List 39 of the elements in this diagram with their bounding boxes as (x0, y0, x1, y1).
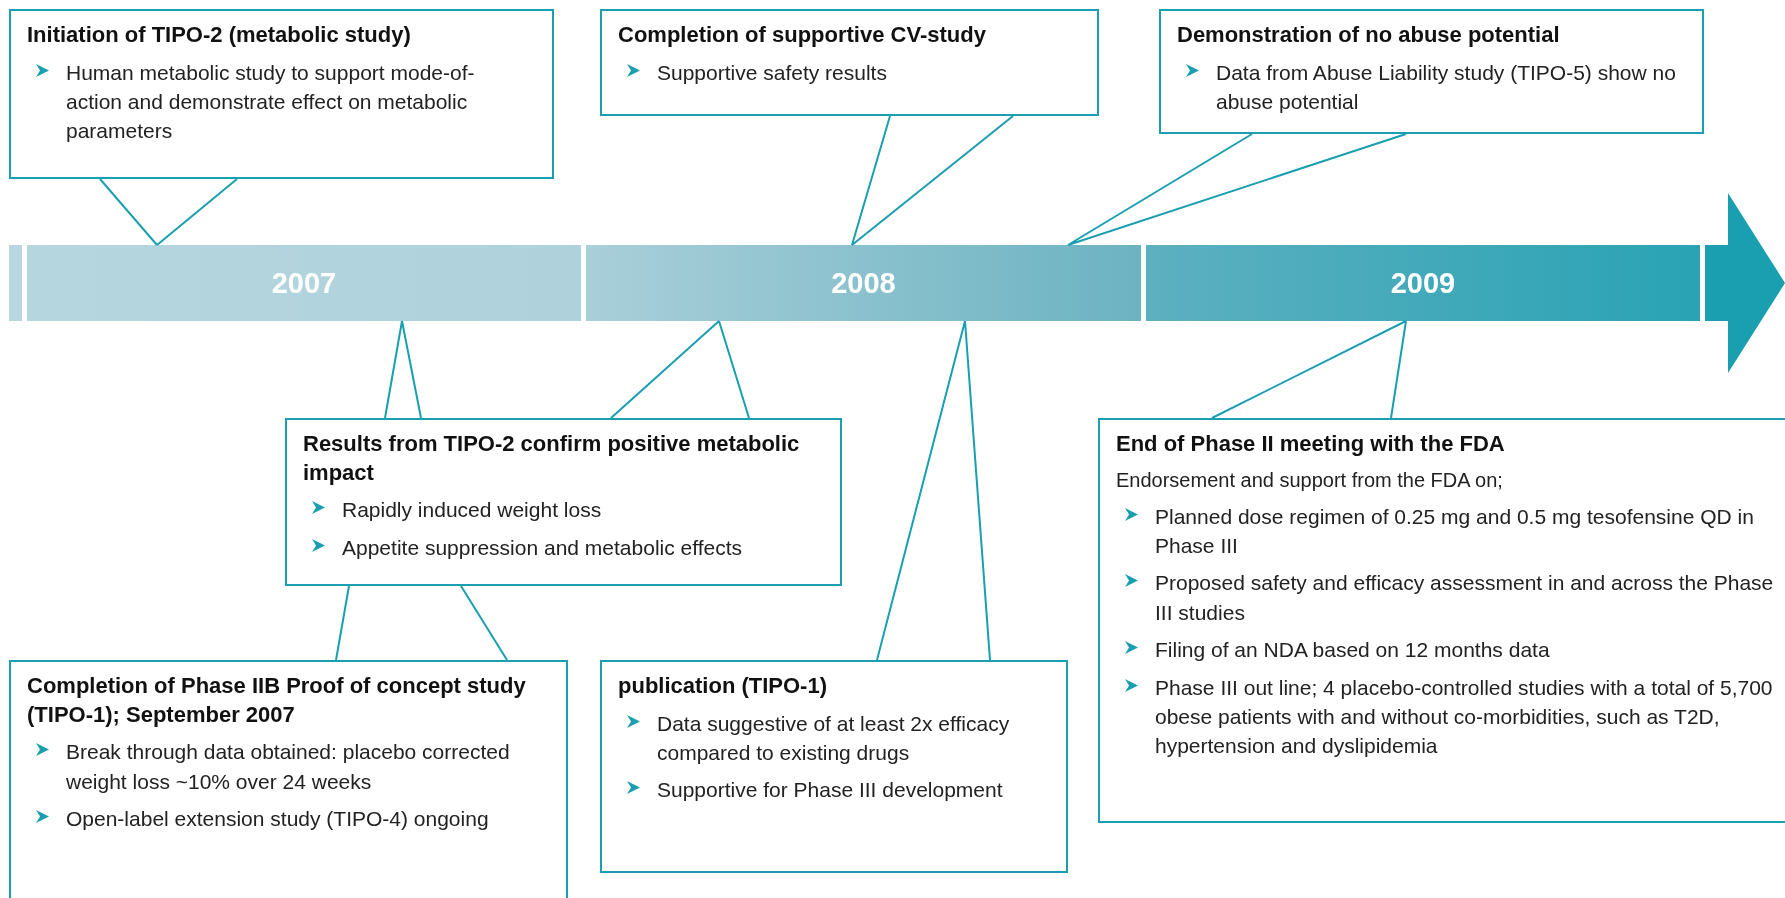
callout-box (600, 9, 1099, 116)
callout-box (285, 418, 842, 586)
callout-box (600, 660, 1068, 873)
bullet-text: Supportive safety results (657, 59, 887, 86)
callout-box (1098, 418, 1785, 823)
bullet-text: Human metabolic study to support mode-of-action and demonstrate effect on metabolic parameters (66, 59, 476, 145)
timeline-year-segment: 2007 (27, 245, 581, 321)
bullet-text: Phase III out line; 4 placebo-controlled studies with a total of 5,700 obese patients with and without co-morbidities, such as T2D, hypertension and dyslipidemia (1155, 674, 1774, 760)
bullet-text: Filing of an NDA based on 12 months data (1155, 637, 1550, 664)
callout-box (9, 9, 554, 179)
bullet-text: Appetite suppression and metabolic effects (342, 534, 743, 561)
bullet-text: Proposed safety and efficacy assessment in and across the Phase III studies (1155, 570, 1774, 626)
callout-pointer (335, 585, 508, 661)
callout-pointer (384, 320, 422, 419)
callout-pointer (99, 178, 238, 246)
callout-heading: Demonstration of no abuse potential (1177, 21, 1561, 49)
callout-pointer (1067, 133, 1407, 246)
callout-box (9, 660, 568, 898)
callout-pointer (876, 320, 991, 661)
bullet-text: Break through data obtained: placebo corrected weight loss ~10% over 24 weeks (66, 739, 511, 795)
callout-box (1159, 9, 1704, 134)
callout-heading: Initiation of TIPO-2 (metabolic study) (27, 21, 412, 49)
callout-pointer (1211, 320, 1407, 419)
bullet-text: Supportive for Phase III development (657, 777, 1003, 804)
callout-text: Endorsement and support from the FDA on; (1116, 467, 1504, 493)
callout-heading: Completion of supportive CV-study (618, 21, 987, 49)
timeline-year-segment: 2009 (1146, 245, 1700, 321)
callout-heading: Results from TIPO-2 confirm positive metabolic impact (303, 430, 801, 487)
bullet-text: Open-label extension study (TIPO-4) ongoing (66, 805, 489, 832)
timeline-year-segment: 2008 (586, 245, 1141, 321)
bullet-text: Data from Abuse Liability study (TIPO-5) show no abuse potential (1216, 59, 1677, 115)
bullet-text: Planned dose regimen of 0.25 mg and 0.5 mg tesofensine QD in Phase III (1155, 503, 1755, 559)
callout-heading: End of Phase II meeting with the FDA (1116, 430, 1506, 458)
bullet-text: Rapidly induced weight loss (342, 497, 602, 524)
callout-heading: Completion of Phase IIB Proof of concept study (TIPO-1); September 2007 (27, 672, 527, 729)
callout-pointer (610, 320, 750, 419)
callout-pointer (851, 115, 1014, 246)
bullet-text: Data suggestive of at least 2x efficacy compared to existing drugs (657, 710, 1011, 766)
callout-heading: publication (TIPO-1) (618, 672, 828, 700)
